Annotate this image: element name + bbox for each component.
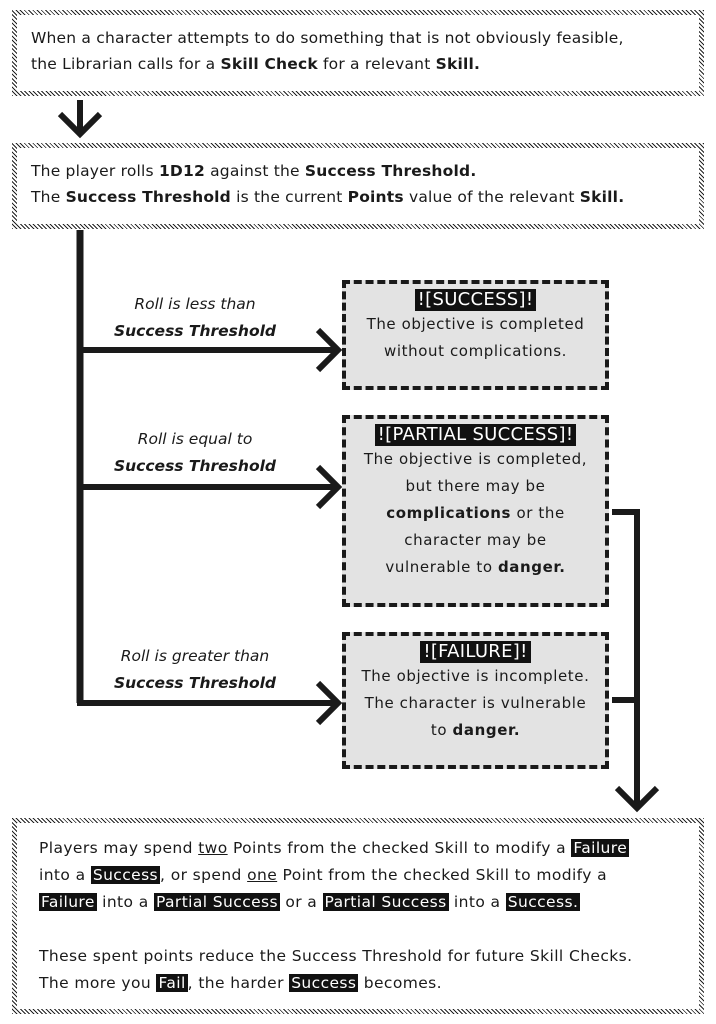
condition-sub: Success Threshold — [113, 322, 277, 340]
condition-equal-to: Roll is equal to Success Threshold — [95, 426, 295, 480]
text: The more you — [39, 974, 157, 992]
text: or a — [280, 893, 323, 911]
skill-check-box: When a character attempts to do somethin… — [12, 10, 704, 96]
outcome-title: ![FAILURE]! — [420, 641, 531, 663]
text: for a relevant — [317, 55, 436, 73]
term-success: Success — [90, 866, 161, 884]
text: is the current — [230, 188, 348, 206]
outcome-title: ![PARTIAL SUCCESS]! — [374, 424, 577, 446]
text: vulnerable to — [385, 558, 498, 576]
outcome-desc: The objective is incomplete. — [361, 667, 590, 685]
outcome-failure: ![FAILURE]! The objective is incomplete.… — [342, 632, 609, 769]
down-arrow-icon — [57, 100, 103, 139]
text: into a — [448, 893, 506, 911]
condition-sub: Success Threshold — [113, 674, 277, 692]
condition-sub: Success Threshold — [113, 457, 277, 475]
text: value of the relevant — [403, 188, 580, 206]
term-partial-success: Partial Success — [153, 893, 280, 911]
term-success-threshold: Success Threshold. — [304, 162, 477, 180]
term-skill: Skill. — [579, 188, 625, 206]
term-failure: Failure — [39, 893, 97, 911]
term-danger: danger. — [497, 558, 566, 576]
outcome-title: ![SUCCESS]! — [414, 289, 537, 311]
text: Point from the checked Skill to modify a — [277, 866, 608, 884]
term-success: Success — [289, 974, 359, 992]
term-fail: Fail — [156, 974, 188, 992]
condition-text: Roll is less than — [134, 295, 256, 313]
text: The — [31, 188, 66, 206]
text: or the — [511, 504, 565, 522]
term-one: one — [247, 866, 278, 884]
condition-less-than: Roll is less than Success Threshold — [95, 291, 295, 345]
term-complications: complications — [386, 504, 512, 522]
text: becomes. — [358, 974, 442, 992]
term-success: Success. — [505, 893, 581, 911]
collector-arrow — [612, 509, 660, 813]
outcome-success: ![SUCCESS]! The objective is completed w… — [342, 280, 609, 390]
term-success-threshold: Success Threshold — [65, 188, 231, 206]
text: to — [430, 721, 453, 739]
text: The player rolls — [31, 162, 159, 180]
text: the Librarian calls for a — [31, 55, 221, 73]
condition-text: Roll is equal to — [137, 430, 253, 448]
term-danger: danger. — [452, 721, 521, 739]
term-partial-success: Partial Success — [322, 893, 449, 911]
spend-points-box: Players may spend two Points from the ch… — [12, 818, 704, 1014]
roll-box: The player rolls 1D12 against the Succes… — [12, 143, 704, 229]
term-two: two — [198, 839, 228, 857]
outcome-partial-success: ![PARTIAL SUCCESS]! The objective is com… — [342, 415, 609, 607]
text: into a — [96, 893, 154, 911]
text: Players may spend — [39, 839, 199, 857]
text: Points from the checked Skill to modify … — [227, 839, 572, 857]
box1-line1: When a character attempts to do somethin… — [31, 29, 624, 47]
outcome-desc: The character is vulnerable — [364, 694, 587, 712]
outcome-desc: The objective is completed — [366, 315, 585, 333]
outcome-desc: character may be — [404, 531, 547, 549]
branch-arrow-failure — [77, 680, 343, 726]
term-failure: Failure — [571, 839, 630, 857]
term-skill-check: Skill Check — [220, 55, 318, 73]
outcome-desc: The objective is completed, — [363, 450, 588, 468]
text: , the harder — [187, 974, 290, 992]
text: against the — [204, 162, 305, 180]
term-1d12: 1D12 — [158, 162, 205, 180]
text: into a — [39, 866, 91, 884]
term-skill: Skill. — [435, 55, 481, 73]
threshold-note: These spent points reduce the Success Th… — [39, 947, 633, 965]
branch-arrow-success — [80, 327, 343, 373]
condition-text: Roll is greater than — [120, 647, 270, 665]
text: , or spend — [160, 866, 248, 884]
branch-arrow-partial — [80, 464, 343, 510]
term-points: Points — [347, 188, 404, 206]
outcome-desc: but there may be — [405, 477, 546, 495]
outcome-desc: without complications. — [383, 342, 567, 360]
condition-greater-than: Roll is greater than Success Threshold — [95, 643, 295, 697]
